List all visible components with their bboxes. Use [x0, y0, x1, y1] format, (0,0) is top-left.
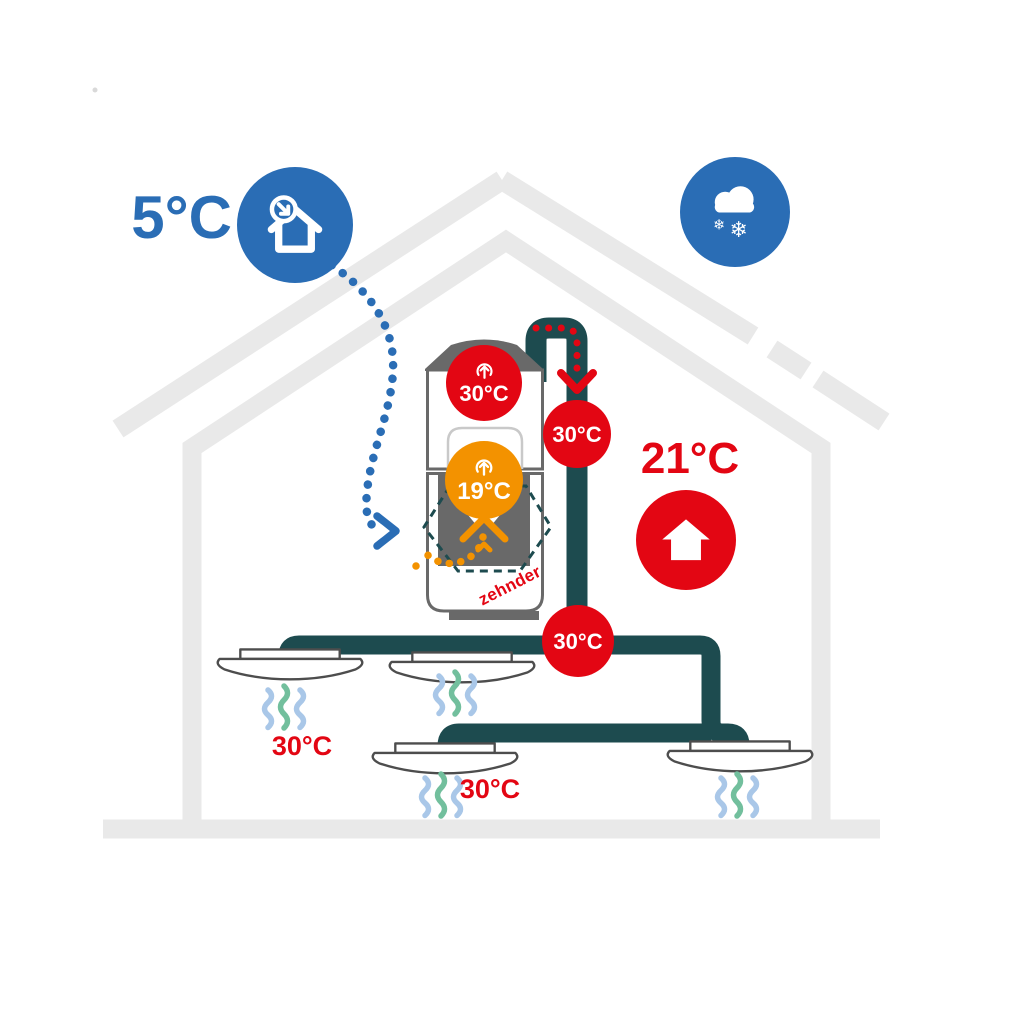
intake-airflow-dots — [315, 253, 398, 532]
room-temp-label-center: 30°C — [459, 774, 521, 804]
unit-pedestal — [449, 611, 539, 620]
duct-main-distribution — [278, 635, 750, 755]
intake-icon-circle — [237, 167, 353, 283]
roof-inner-and-walls — [182, 229, 831, 829]
up-arrow-ring-icon — [475, 458, 493, 476]
extract-airflow-dot — [412, 562, 420, 570]
duct-supply-from-unit — [525, 317, 588, 645]
extract-temp-value: 19°C — [457, 477, 511, 505]
roof-outer-left — [112, 171, 508, 438]
extract-airflow-dots — [419, 533, 487, 568]
roof-outer-right — [496, 171, 759, 345]
unit-hexagon-outline — [422, 484, 553, 573]
indoor-temp-label: 21°C — [640, 434, 740, 483]
supply-airflow — [532, 324, 597, 394]
junction-temp-value: 30°C — [553, 628, 603, 654]
duct-temp-badge: 30°C — [543, 400, 611, 468]
room-temp-label-left: 30°C — [271, 731, 333, 761]
junction-temp-badge: 30°C — [542, 605, 614, 677]
right-chevron-arrow-icon — [373, 512, 400, 550]
house-outline — [92, 87, 890, 839]
duct-temp-value: 30°C — [552, 421, 602, 447]
ceiling-diffuser — [388, 651, 536, 684]
roof-outer-right-dashes — [766, 340, 890, 431]
warm-house-icon — [662, 519, 710, 561]
indoor-icon-circle — [636, 490, 736, 590]
warm-air-waves-icon — [261, 683, 307, 731]
supply-temp-value: 30°C — [459, 381, 509, 406]
warm-air-waves-icon — [418, 771, 464, 819]
supply-airflow-dots — [532, 324, 581, 374]
down-chevron-arrow-icon — [557, 369, 597, 394]
small-snowflake-glyph: ❄ — [713, 218, 725, 234]
supply-temp-badge: 30°C — [446, 345, 522, 421]
warm-air-wave-groups — [261, 669, 760, 819]
stray-dot — [92, 87, 98, 93]
weather-icon-circle: ❄ ❄ — [680, 157, 790, 267]
snow-cloud-icon: ❄ ❄ — [713, 186, 755, 243]
ceiling-diffuser — [666, 740, 814, 773]
ceiling-diffusers — [216, 648, 814, 775]
house-with-intake-arrow-icon — [267, 195, 323, 253]
intake-airflow — [315, 253, 400, 550]
extract-temp-badge: 19°C — [445, 441, 523, 519]
large-snowflake-glyph: ❄ — [730, 218, 748, 243]
up-arrow-ring-icon — [475, 363, 493, 379]
outdoor-temp-label: 5°C — [131, 184, 232, 251]
warm-air-waves-icon — [432, 669, 478, 717]
ceiling-diffuser — [371, 742, 519, 775]
ceiling-diffuser — [216, 648, 364, 681]
warm-air-waves-icon — [714, 771, 760, 819]
